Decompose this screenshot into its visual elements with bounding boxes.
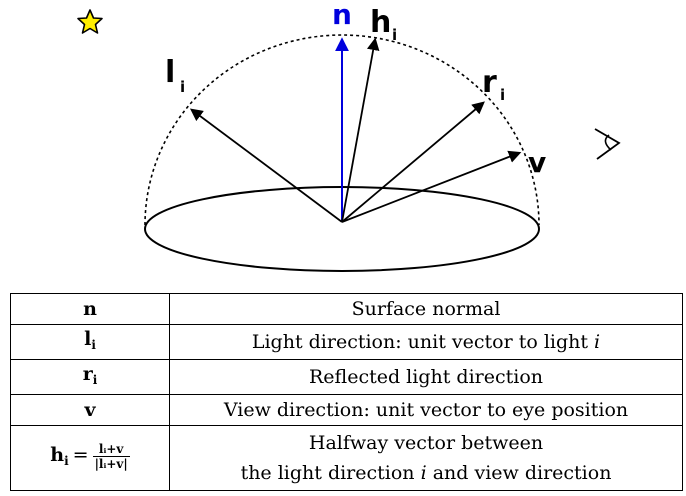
description-text: Light direction: unit vector to light — [251, 331, 595, 353]
formula-numerator: lᵢ+v — [92, 442, 130, 457]
description-line2-post: and view direction — [426, 462, 612, 484]
symbol-h-sub: i — [64, 454, 69, 468]
label-n: n — [332, 0, 352, 31]
table-row: v View direction: unit vector to eye pos… — [10, 394, 683, 426]
reflection-diagram: n h i l i r i v — [77, 0, 621, 272]
symbol-v: v — [84, 399, 96, 421]
label-h: h — [370, 5, 391, 40]
symbol-n: n — [83, 298, 97, 320]
halfway-formula: lᵢ+v|lᵢ+v| — [92, 442, 130, 471]
description-cell: View direction: unit vector to eye posit… — [169, 394, 683, 426]
symbol-cell: n — [10, 293, 170, 325]
description-line2-pre: the light direction — [240, 462, 421, 484]
symbol-cell: ri — [10, 359, 170, 395]
label-v: v — [528, 146, 546, 179]
description-var: i — [420, 462, 427, 484]
description-cell: Surface normal — [169, 293, 683, 325]
description-cell: Halfway vector between the light directi… — [169, 425, 683, 491]
table-row: hi=lᵢ+v|lᵢ+v| Halfway vector between the… — [10, 425, 683, 491]
halfway-vector — [341, 37, 380, 223]
table-row: ri Reflected light direction — [10, 359, 683, 395]
symbol-r-sub: i — [92, 373, 98, 387]
eye-icon — [594, 128, 621, 160]
table-row: n Surface normal — [10, 293, 683, 325]
light-vector — [189, 108, 343, 223]
label-l: l — [165, 55, 175, 90]
table-row: li Light direction: unit vector to light… — [10, 324, 683, 360]
view-vector — [341, 150, 522, 223]
label-l-sub: i — [180, 78, 185, 96]
description-cell: Light direction: unit vector to light i — [169, 324, 683, 360]
symbol-l: l — [84, 328, 92, 350]
description-var: i — [594, 331, 601, 353]
formula-equals: = — [72, 444, 89, 466]
symbol-cell: v — [10, 394, 170, 426]
formula-denominator: |lᵢ+v| — [94, 456, 128, 471]
symbol-r: r — [82, 363, 93, 385]
symbol-l-sub: i — [91, 338, 96, 352]
reflected-vector — [341, 101, 485, 223]
label-r-sub: i — [500, 86, 505, 104]
symbol-cell: hi=lᵢ+v|lᵢ+v| — [10, 425, 170, 491]
label-r: r — [482, 65, 497, 100]
star-icon — [77, 9, 103, 34]
description-line1: Halfway vector between — [308, 432, 544, 454]
label-h-sub: i — [392, 26, 397, 44]
symbol-h: h — [50, 444, 65, 466]
legend-table: n Surface normal li Light direction: uni… — [10, 293, 683, 491]
hemisphere-outline — [144, 34, 540, 226]
symbol-cell: li — [10, 324, 170, 360]
description-cell: Reflected light direction — [169, 359, 683, 395]
